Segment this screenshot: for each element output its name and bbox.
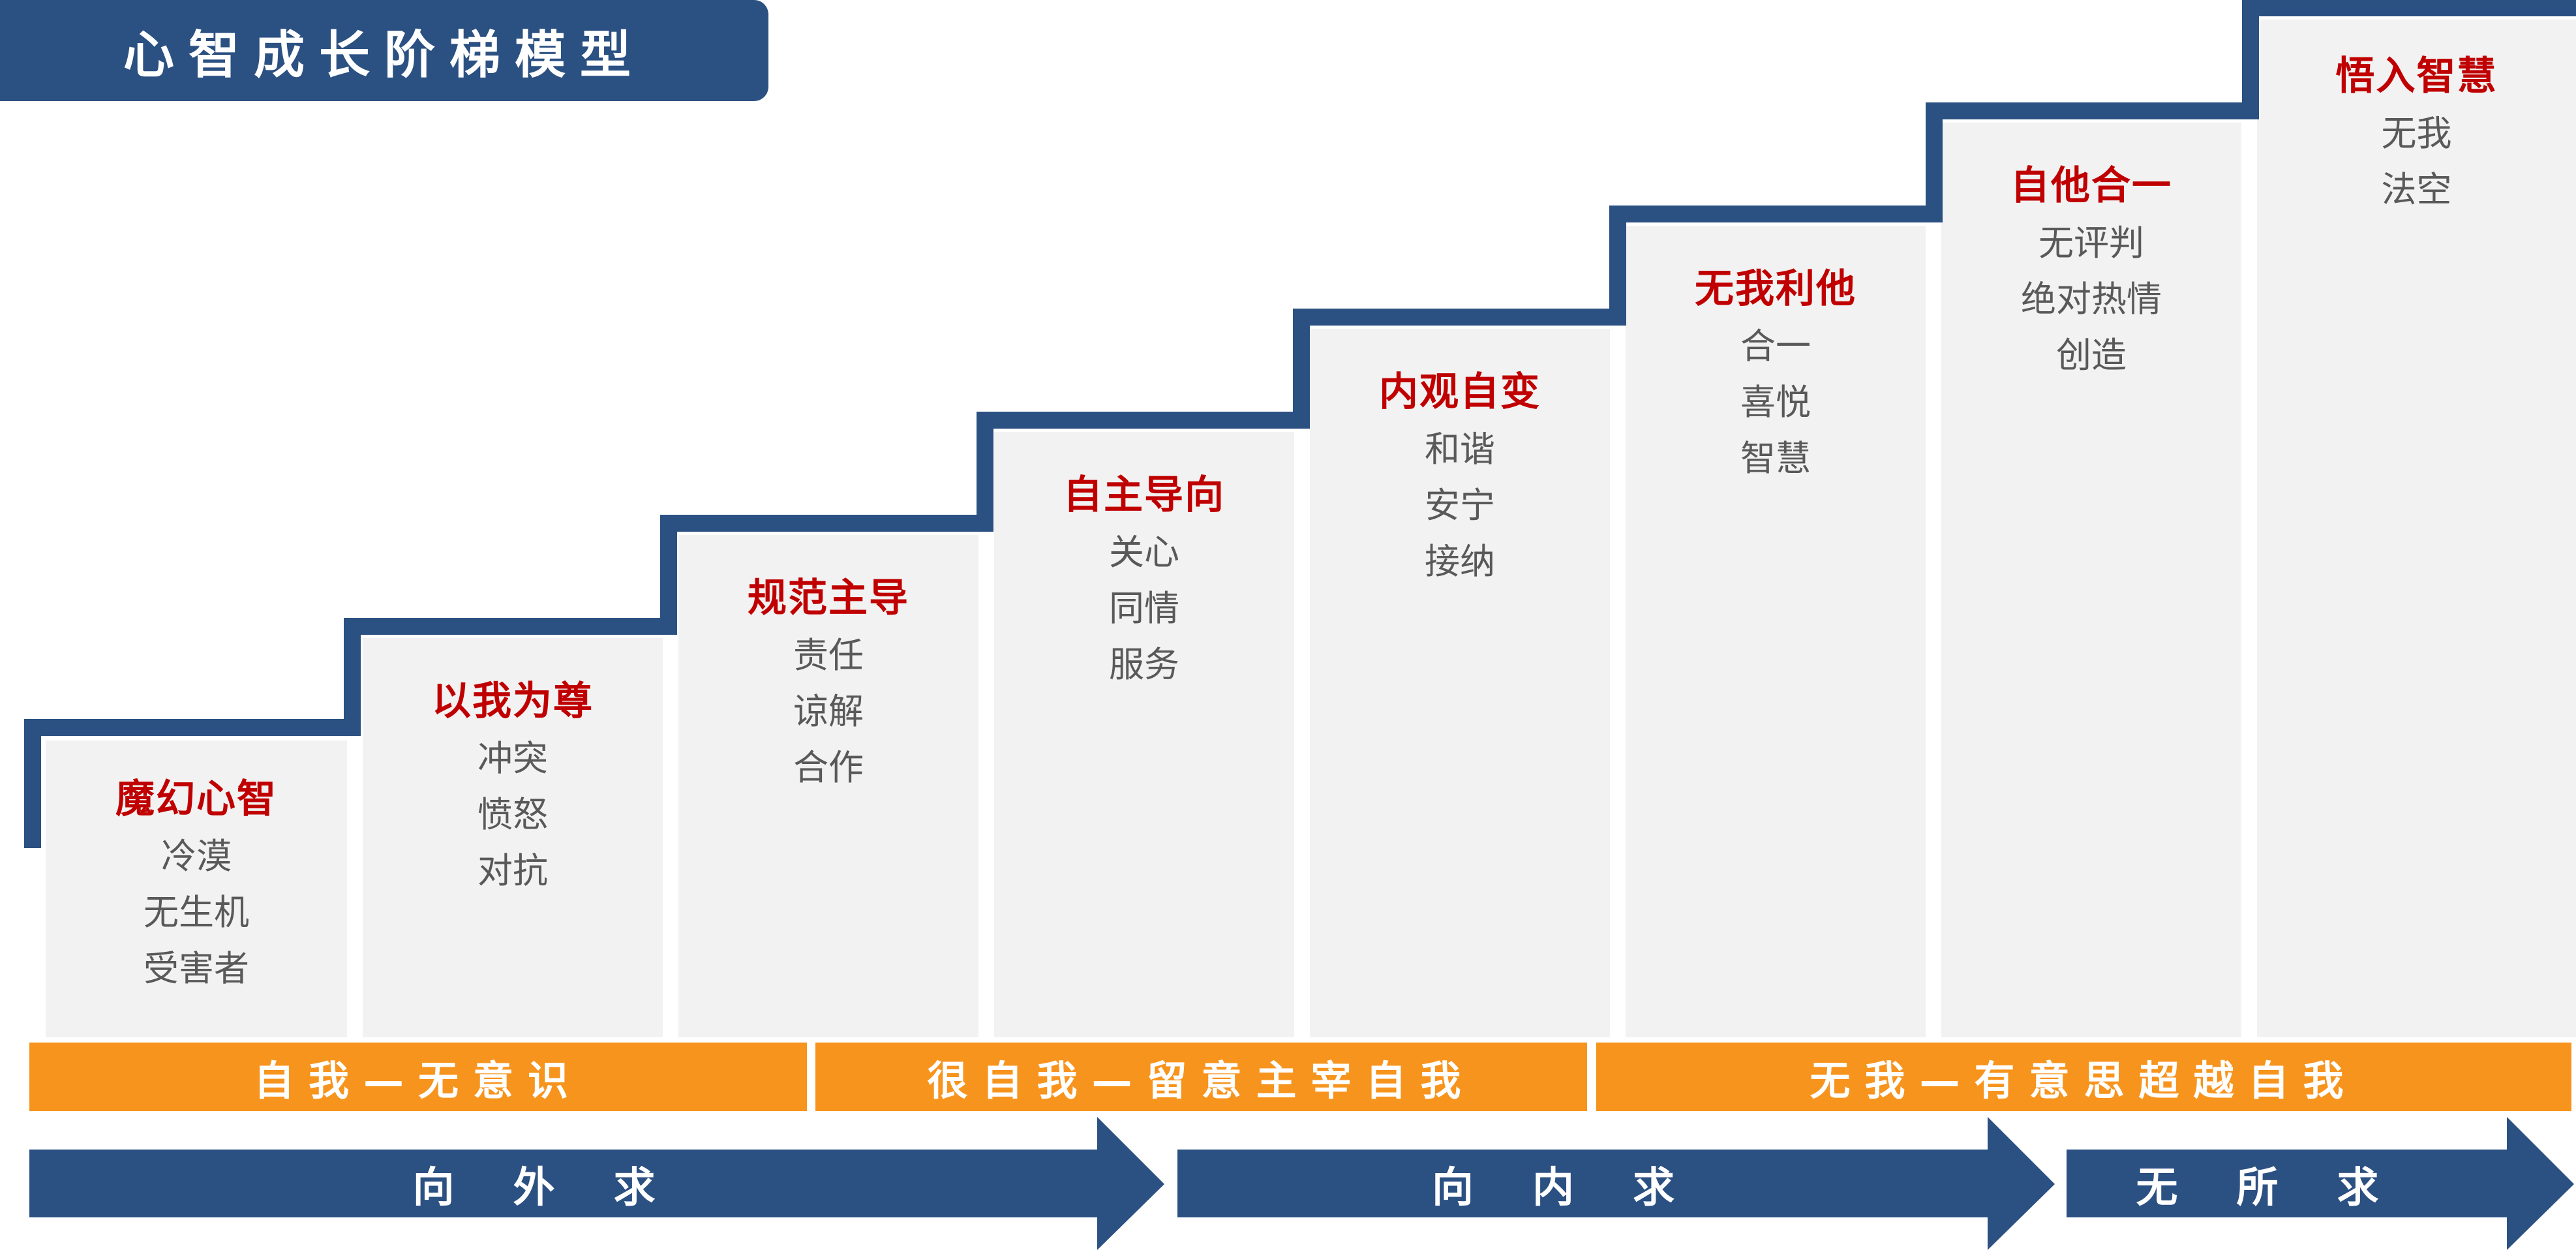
step-title: 无我利他	[1695, 266, 1856, 312]
step-item: 智慧	[1740, 438, 1811, 479]
step-item: 创造	[2056, 335, 2127, 376]
step-6: 无我利他 合一 喜悦 智慧	[1626, 260, 1926, 487]
step-item: 冲突	[477, 738, 548, 779]
diagram-title: 心智成长阶梯模型	[123, 25, 645, 85]
step-item: 冷漠	[161, 836, 232, 877]
step-panel-3	[678, 535, 978, 1037]
step-panel-2	[363, 638, 663, 1037]
step-7: 自他合一 无评判 绝对热情 创造	[1941, 157, 2241, 384]
arrow-label-inward: 向内求	[1432, 1163, 1733, 1212]
step-item: 和谐	[1425, 429, 1495, 470]
phase-bar-3: 无我—有意思超越自我	[1596, 1043, 2571, 1111]
phase-bar-1: 自我—无意识	[29, 1043, 807, 1111]
step-item: 接纳	[1425, 541, 1495, 582]
step-panel-1	[46, 740, 347, 1037]
phase-label: 无我—有意思超越自我	[1810, 1056, 2358, 1105]
step-item: 无我	[2381, 113, 2452, 154]
step-item: 服务	[1109, 644, 1179, 685]
step-item: 无评判	[2038, 222, 2144, 264]
step-panel-6	[1626, 226, 1926, 1037]
step-1: 魔幻心智 冷漠 无生机 受害者	[46, 770, 347, 997]
step-item: 合作	[793, 747, 864, 788]
step-title: 规范主导	[748, 575, 909, 621]
step-8: 悟入智慧 无我 法空	[2257, 47, 2576, 218]
phase-bar-2: 很自我—留意主宰自我	[815, 1043, 1587, 1111]
step-item: 关心	[1109, 532, 1179, 573]
step-item: 喜悦	[1740, 382, 1811, 423]
step-title: 以我为尊	[432, 678, 594, 724]
phase-label: 很自我—留意主宰自我	[927, 1056, 1476, 1105]
arrow-beyond	[2067, 1117, 2574, 1250]
title-banner: 心智成长阶梯模型	[0, 0, 768, 101]
arrow-label-beyond: 无所求	[2136, 1163, 2438, 1212]
step-3: 规范主导 责任 谅解 合作	[678, 569, 978, 796]
step-item: 无生机	[144, 892, 249, 933]
phase-label: 自我—无意识	[253, 1056, 583, 1105]
step-title: 自他合一	[2010, 163, 2172, 209]
step-item: 绝对热情	[2021, 279, 2162, 320]
step-item: 法空	[2381, 169, 2452, 210]
step-5: 内观自变 和谐 安宁 接纳	[1310, 363, 1610, 590]
step-item: 合一	[1740, 326, 1811, 367]
step-item: 同情	[1109, 588, 1179, 629]
step-title: 魔幻心智	[115, 776, 277, 822]
arrow-label-outward: 向外求	[412, 1163, 714, 1212]
arrow-inward	[1177, 1117, 2055, 1250]
step-title: 悟入智慧	[2335, 53, 2498, 99]
step-title: 内观自变	[1379, 369, 1541, 415]
step-4: 自主导向 关心 同情 服务	[994, 466, 1294, 693]
arrow-outward	[29, 1117, 1164, 1250]
step-title: 自主导向	[1063, 472, 1225, 518]
step-panel-4	[994, 432, 1294, 1037]
step-item: 受害者	[144, 948, 249, 989]
step-item: 愤怒	[477, 794, 548, 835]
step-item: 对抗	[477, 850, 548, 891]
step-2: 以我为尊 冲突 愤怒 对抗	[363, 672, 663, 899]
step-item: 安宁	[1425, 485, 1495, 526]
step-item: 谅解	[793, 691, 864, 732]
step-panel-5	[1310, 329, 1610, 1037]
step-item: 责任	[793, 635, 864, 676]
step-panel-8	[2257, 20, 2576, 1037]
step-panel-7	[1941, 123, 2241, 1037]
